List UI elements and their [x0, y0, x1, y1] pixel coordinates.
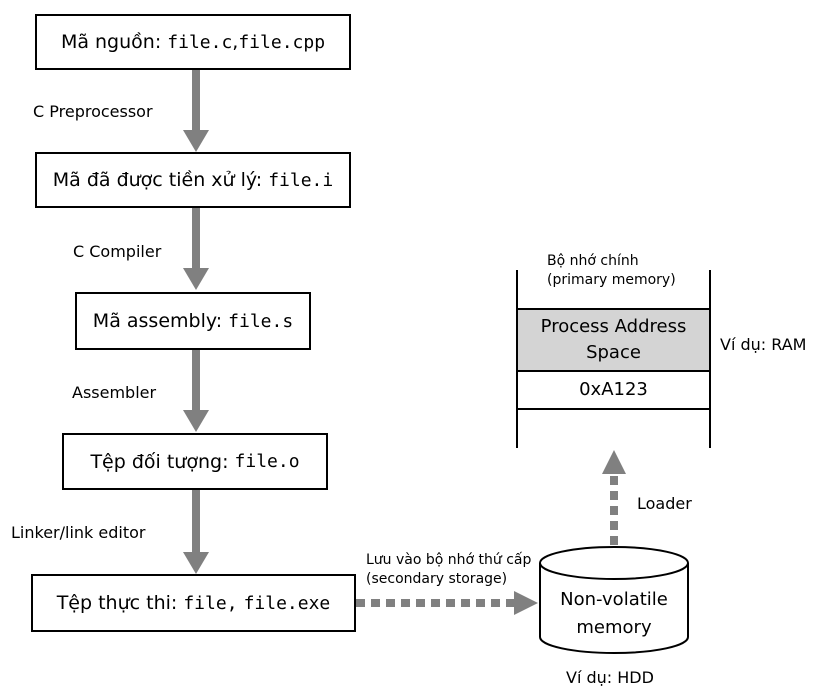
arrow-store — [356, 591, 538, 615]
arrow-compiler — [183, 208, 209, 290]
secondary-storage-line2: (secondary storage) — [366, 571, 508, 587]
arrow-assembler — [183, 350, 209, 432]
secondary-storage-line1: Lưu vào bộ nhớ thứ cấp — [366, 552, 532, 568]
process-address-space: Process Address Space — [518, 310, 709, 370]
stage-label: Mã nguồn: — [60, 31, 168, 53]
stage-file-2: file.exe — [243, 592, 331, 614]
stage-label: Tệp đối tượng: — [90, 450, 235, 473]
pas-line2: Space — [586, 342, 641, 363]
storage-cylinder — [539, 546, 689, 654]
stage-file-2: file.cpp — [238, 31, 326, 53]
stage-file: file, — [183, 592, 238, 614]
compiler-label: C Compiler — [73, 242, 162, 261]
arrow-loader — [602, 450, 626, 545]
preprocessor-label: C Preprocessor — [33, 102, 153, 121]
primary-memory-line2: (primary memory) — [547, 272, 676, 288]
assembler-label: Assembler — [72, 383, 157, 402]
stage-label: Mã đã được tiền xử lý: — [52, 169, 269, 191]
stage-file: file.i — [268, 169, 334, 191]
object-file-box: Tệp đối tượng: file.o — [62, 433, 328, 490]
preprocessed-code-box: Mã đã được tiền xử lý: file.i — [35, 152, 351, 208]
stage-file: file.s — [228, 310, 294, 332]
linker-label: Linker/link editor — [11, 523, 146, 542]
primary-memory-line1: Bộ nhớ chính — [547, 253, 639, 269]
stage-label: Mã assembly: — [92, 310, 229, 332]
stage-separator: , — [232, 31, 239, 53]
assembly-code-box: Mã assembly: file.s — [75, 292, 311, 350]
cylinder-text: Non-volatile memory — [540, 586, 688, 642]
cylinder-line1: Non-volatile — [560, 589, 668, 610]
memory-address-cell: 0xA123 — [579, 379, 648, 400]
stage-file: file.c — [167, 31, 233, 53]
cylinder-line2: memory — [576, 617, 652, 638]
arrow-linker — [183, 490, 209, 574]
hdd-example: Ví dụ: HDD — [566, 668, 654, 687]
stage-file: file.o — [234, 451, 300, 472]
loader-label: Loader — [637, 494, 692, 513]
primary-memory-title: Bộ nhớ chính (primary memory) — [547, 252, 676, 290]
arrow-preprocessor — [183, 70, 209, 152]
stage-label: Tệp thực thi: — [56, 592, 184, 614]
ram-example: Ví dụ: RAM — [720, 335, 807, 354]
pas-line1: Process Address — [540, 316, 687, 337]
source-code-box: Mã nguồn: file.c , file.cpp — [35, 14, 351, 70]
secondary-storage-label: Lưu vào bộ nhớ thứ cấp (secondary storag… — [366, 551, 531, 589]
executable-file-box: Tệp thực thi: file, file.exe — [31, 574, 356, 632]
